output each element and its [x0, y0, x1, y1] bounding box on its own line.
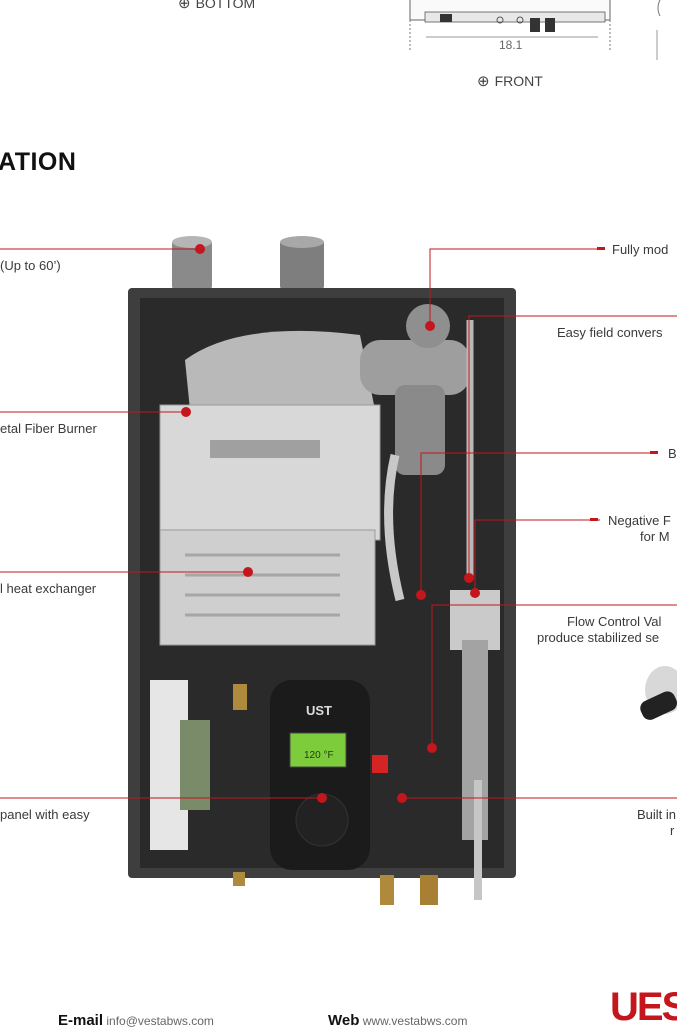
callout-metal-fiber-burner: etal Fiber Burner [0, 421, 97, 436]
crosshair-icon: ⊕ [477, 73, 490, 90]
callout-built-in-line2: r [670, 823, 675, 838]
callout-flow-control: Flow Control Val [567, 614, 662, 629]
callout-heat-exchanger: l heat exchanger [0, 581, 97, 596]
email-label: E-mail [58, 1012, 104, 1029]
footer-web: Web www.vestabws.com [328, 1012, 467, 1029]
email-value[interactable]: info@vestabws.com [106, 1014, 214, 1028]
bottom-view-caption: ⊕ BOTTOM [178, 0, 255, 12]
callout-negative-pressure: Negative F [608, 513, 671, 528]
callout-negative-pressure-line2: for M [640, 529, 670, 544]
control-panel-display-temp: 120 °F [304, 750, 334, 761]
control-panel-brand: UST [306, 703, 332, 718]
front-view-caption: ⊕ FRONT [477, 73, 543, 90]
crosshair-icon: ⊕ [178, 0, 191, 12]
footer-email: E-mail info@vestabws.com [58, 1012, 214, 1029]
front-view-drawing [409, 0, 661, 60]
callout-field-conversion: Easy field convers [557, 325, 663, 340]
web-value[interactable]: www.vestabws.com [362, 1014, 468, 1028]
callout-flow-control-line2: produce stabilized se [537, 630, 660, 645]
callout-b: B [668, 446, 677, 461]
front-dimension-label: 18.1 [499, 38, 523, 52]
brand-logo: UES [610, 985, 677, 1029]
callout-vent-length: (Up to 60’) [0, 258, 61, 273]
callout-control-panel: panel with easy [0, 807, 90, 822]
callout-built-in: Built in [637, 807, 677, 822]
callout-fully-modulating: Fully mod [612, 242, 669, 257]
section-heading: ATION [0, 148, 77, 176]
web-label: Web [328, 1012, 360, 1029]
